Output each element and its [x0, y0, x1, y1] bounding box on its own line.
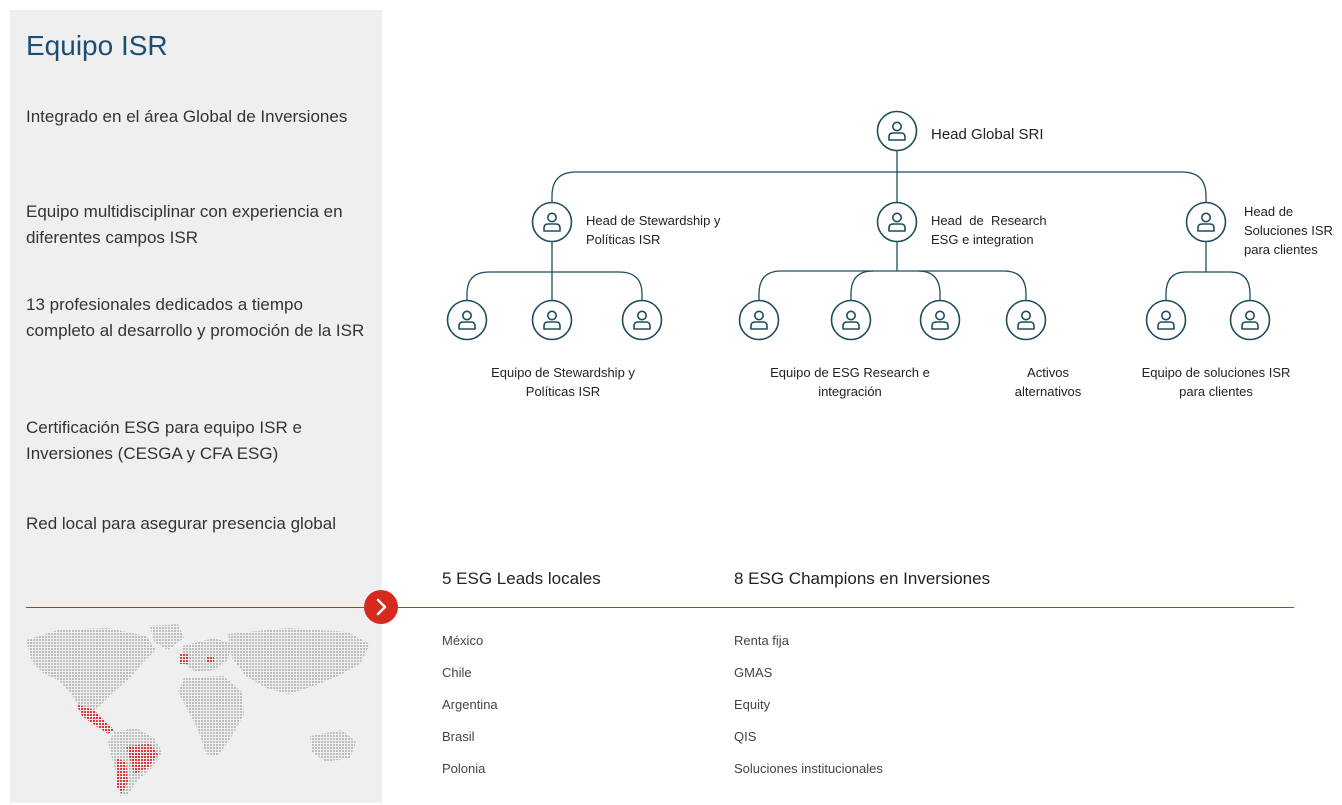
chevron-right-icon[interactable] [364, 590, 398, 624]
team-stewardship-person-icon [531, 299, 573, 341]
champions-heading: 8 ESG Champions en Inversiones [734, 569, 991, 588]
team-solutions-person-icon [1145, 299, 1187, 341]
page-title: Equipo ISR [26, 30, 168, 61]
bullet-multidisciplinary: Equipo multidisciplinar con experiencia … [26, 202, 343, 247]
bullet-local-network: Red local para asegurar presencia global [26, 514, 336, 533]
root-person-icon [876, 110, 918, 152]
team-alternatives-label: Activos alternativos [1014, 365, 1082, 399]
leads-item: México [442, 633, 484, 648]
head-stewardship-person-icon [531, 201, 573, 243]
team-stewardship-label: Equipo de Stewardship y Políticas ISR [491, 365, 635, 399]
root-label: Head Global SRI [931, 126, 1044, 143]
leads-item: Argentina [442, 697, 498, 712]
leads-item: Chile [442, 665, 472, 680]
team-stewardship-person-icon [621, 299, 663, 341]
champions-item: QIS [734, 729, 757, 744]
champions-item: Soluciones institucionales [734, 761, 883, 776]
leads-item: Polonia [442, 761, 486, 776]
head-solutions-label: Head de Soluciones ISR para clientes [1244, 204, 1333, 257]
leads-list: México Chile Argentina Brasil Polonia [442, 632, 498, 792]
team-solutions-person-icon [1229, 299, 1271, 341]
bullet-professionals: 13 profesionales dedicados a tiempo comp… [26, 295, 365, 340]
head-stewardship-label: Head de Stewardship y Políticas ISR [586, 213, 721, 247]
team-alternatives-person-icon [1005, 299, 1047, 341]
leads-item: Brasil [442, 729, 475, 744]
team-research-label: Equipo de ESG Research e integración [770, 365, 930, 399]
head-research-person-icon [876, 201, 918, 243]
team-research-person-icon [738, 299, 780, 341]
team-research-person-icon [830, 299, 872, 341]
org-chart [446, 110, 1271, 341]
head-research-label: Head de Research ESG e integration [931, 213, 1051, 247]
team-solutions-label: Equipo de soluciones ISR para clientes [1141, 365, 1291, 399]
leads-heading: 5 ESG Leads locales [442, 569, 601, 588]
divider-line [26, 607, 1294, 608]
champions-item: GMAS [734, 665, 773, 680]
bullet-integration: Integrado en el área Global de Inversion… [26, 107, 348, 126]
world-map [26, 624, 370, 796]
head-solutions-person-icon [1185, 201, 1227, 243]
champions-item: Equity [734, 697, 771, 712]
bullet-certification: Certificación ESG para equipo ISR e Inve… [26, 418, 302, 463]
champions-list: Renta fija GMAS Equity QIS Soluciones in… [734, 632, 883, 792]
team-stewardship-person-icon [446, 299, 488, 341]
team-research-person-icon [919, 299, 961, 341]
champions-item: Renta fija [734, 633, 789, 648]
